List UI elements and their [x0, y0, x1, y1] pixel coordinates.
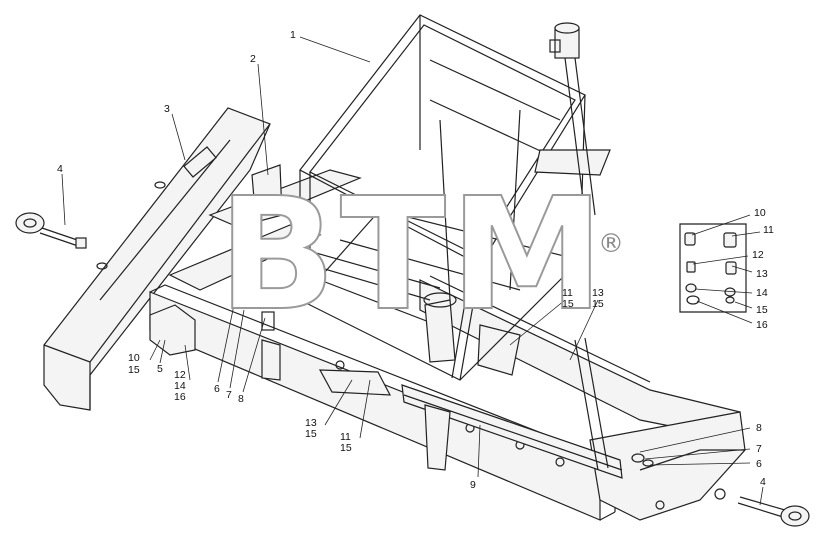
kit-callout-13: 13: [756, 268, 768, 280]
callout-15-lower: 15: [305, 428, 317, 440]
callout-15-upper-2: 15: [592, 298, 604, 310]
callout-15-lower-2: 15: [340, 442, 352, 454]
cage-frame: [299, 14, 611, 471]
callout-8-front: 8: [238, 393, 244, 405]
tow-hook-right: [737, 496, 810, 527]
callout-10-front: 10: [128, 352, 140, 364]
kit-callout-16: 16: [756, 319, 768, 331]
callout-2: 2: [250, 53, 256, 65]
callout-12-front: 12: [174, 369, 186, 381]
callout-8-rear: 8: [756, 422, 762, 434]
side-rail: [401, 384, 623, 479]
callout-5: 5: [157, 363, 163, 375]
watermark-text: BTM: [218, 164, 608, 345]
callout-15-upper: 15: [562, 298, 574, 310]
callout-7-front: 7: [226, 389, 232, 401]
kit-callout-11: 11: [763, 224, 774, 236]
tow-hook-left: [15, 212, 87, 249]
callout-9: 9: [470, 479, 476, 491]
callout-11-upper: 11: [562, 287, 573, 299]
leader-lines: [61, 36, 764, 506]
spring-parts-front: [233, 295, 275, 331]
brackets: [149, 164, 521, 471]
kit-callout-10: 10: [754, 207, 766, 219]
callout-11-lower: 11: [340, 431, 351, 443]
callout-4-right: 4: [760, 476, 766, 488]
callout-6-rear: 6: [756, 458, 762, 470]
callout-4-left: 4: [57, 163, 63, 175]
callout-7-rear: 7: [756, 443, 762, 455]
kit-callout-12: 12: [752, 249, 764, 261]
kit-callout-14: 14: [756, 287, 768, 299]
spring-parts-rear: [631, 453, 654, 467]
callout-1: 1: [290, 29, 296, 41]
registered-mark: ®: [598, 229, 624, 259]
callout-15-front: 15: [128, 364, 140, 376]
front-bumper: [43, 107, 271, 411]
callout-16-front: 16: [174, 391, 186, 403]
watermark: BTM ®: [217, 163, 624, 346]
fastener-kit: [679, 223, 747, 313]
callout-13-lower: 13: [305, 417, 317, 429]
callout-13-upper: 13: [592, 287, 604, 299]
callout-3: 3: [164, 103, 170, 115]
kit-callout-15: 15: [756, 304, 768, 316]
callout-6-front: 6: [214, 383, 220, 395]
callout-labels: 1 2 3 4 4 5 6 7 8 9 10 15 12 14 16 11 15…: [57, 29, 774, 491]
callout-14-front: 14: [174, 380, 186, 392]
